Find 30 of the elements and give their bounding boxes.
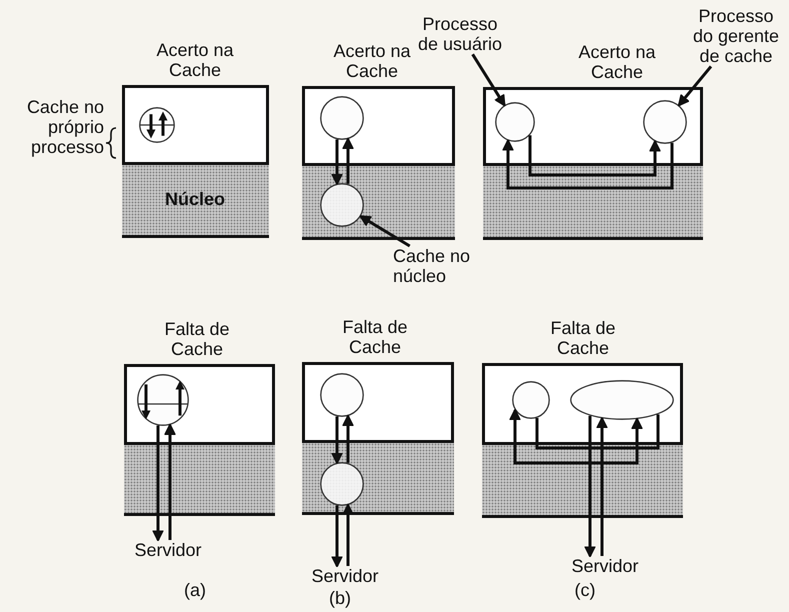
arrow — [342, 504, 354, 566]
arrow — [502, 139, 674, 190]
callout-text: Processo do gerente de cache — [692, 6, 780, 66]
arrow — [164, 423, 176, 540]
server-label: Servidor — [311, 566, 379, 586]
leader-arrow — [678, 66, 712, 106]
arrow — [331, 505, 343, 568]
figure-label: (c) — [574, 580, 596, 600]
figure-label: (b) — [329, 588, 351, 608]
panel-heading: Falta de Cache — [549, 318, 617, 358]
leader-arrow — [471, 54, 506, 106]
arrow — [342, 414, 354, 463]
arrow — [152, 426, 164, 542]
callout-text: Processo de usuário — [416, 14, 504, 54]
kernel-label: Núcleo — [164, 189, 225, 210]
server-label: Servidor — [134, 540, 202, 560]
annotation-text: Cache no próprio processo — [26, 97, 104, 158]
panel-heading: Acerto na Cache — [332, 40, 412, 81]
arrow — [584, 416, 596, 558]
panel-heading: Falta de Cache — [163, 318, 231, 359]
panel-heading: Falta de Cache — [341, 316, 409, 357]
figure-label: (a) — [184, 580, 206, 600]
panel-heading: Acerto na Cache — [155, 40, 235, 80]
callout-text: Cache no núcleo — [393, 246, 472, 286]
arrow — [528, 135, 661, 176]
arrow — [342, 138, 354, 184]
arrow — [331, 416, 343, 464]
server-label: Servidor — [571, 556, 639, 576]
arrow — [331, 139, 343, 186]
panel-heading: Acerto na Cache — [577, 42, 657, 82]
